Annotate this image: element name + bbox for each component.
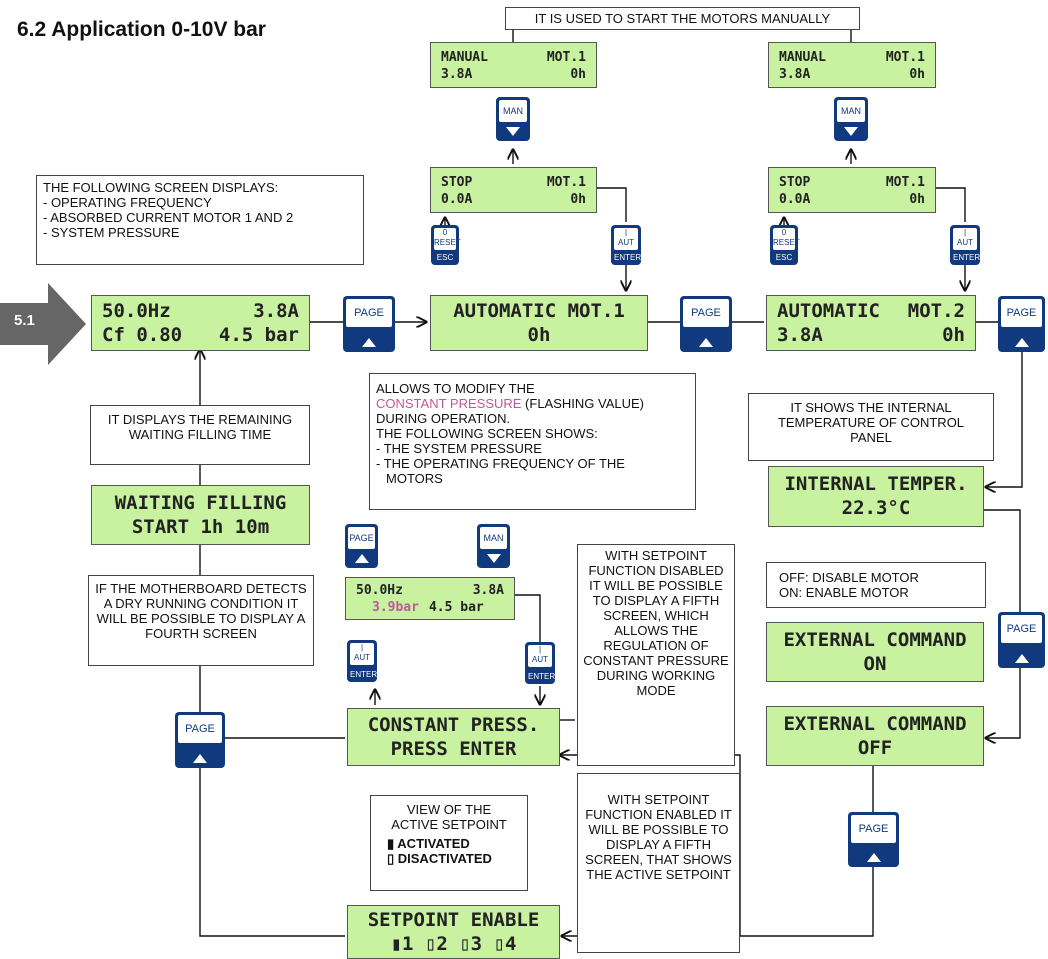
lcd-automatic-mot1: AUTOMATIC MOT.1 0h [430,295,648,351]
page-key-3[interactable]: PAGE [998,296,1045,352]
aut-enter-key-pressure-left[interactable]: |AUT ENTER [347,640,377,682]
aut-enter-key-right[interactable]: |AUT ENTER [950,225,980,265]
page-key-2[interactable]: PAGE [680,296,732,352]
arrow-up-icon [866,853,881,862]
aut-enter-key-left[interactable]: |AUT ENTER [611,225,641,265]
note-screen-displays: THE FOLLOWING SCREEN DISPLAYS: - OPERATI… [36,175,364,265]
man-key-small[interactable]: MAN [477,524,510,568]
page-key-left-side[interactable]: PAGE [175,712,225,768]
section-marker-label: 5.1 [14,312,35,329]
note-manual-start: IT IS USED TO START THE MOTORS MANUALLY [505,7,860,30]
note-view-setpoint: VIEW OF THE ACTIVE SETPOINT ▮ ACTIVATED … [370,795,528,891]
section-marker-arrow [0,283,86,365]
arrow-up-icon [699,338,713,347]
lcd-internal-temper: INTERNAL TEMPER. 22.3°C [768,466,984,527]
note-dry-running: IF THE MOTHERBOARD DETECTS A DRY RUNNING… [88,575,314,666]
page-title: 6.2 Application 0-10V bar [17,18,266,41]
page-key-small[interactable]: PAGE [345,524,378,568]
note-allows-modify: ALLOWS TO MODIFY THE CONSTANT PRESSURE (… [369,373,696,510]
note-off-on: OFF: DISABLE MOTOR ON: ENABLE MOTOR [766,562,986,608]
lcd-external-command-on: EXTERNAL COMMAND ON [766,622,984,682]
aut-enter-key-pressure-right[interactable]: |AUT ENTER [525,642,555,684]
note-internal-temp: IT SHOWS THE INTERNAL TEMPERATURE OF CON… [748,393,994,461]
lcd-constant-press: CONSTANT PRESS. PRESS ENTER [347,708,560,766]
note-setpoint-disabled: WITH SETPOINT FUNCTION DISABLED IT WILL … [577,544,735,766]
page-key-bottom[interactable]: PAGE [848,812,899,867]
page-key-right-side[interactable]: PAGE [998,612,1045,668]
arrow-up-icon [1014,654,1029,663]
arrow-up-icon [354,554,369,563]
arrow-down-icon [844,127,858,136]
arrow-up-icon [362,338,376,347]
lcd-setpoint-enable: SETPOINT ENABLE ▮1 ▯2 ▯3 ▯4 [347,905,560,959]
note-waiting-time: IT DISPLAYS THE REMAINING WAITING FILLIN… [90,405,310,465]
arrow-up-icon [193,754,207,763]
arrow-down-icon [506,127,520,136]
arrow-up-icon [1014,338,1029,347]
man-key-right[interactable]: MAN [834,97,868,141]
man-key-left[interactable]: MAN [496,97,530,141]
arrow-down-icon [486,554,501,563]
lcd-waiting-filling: WAITING FILLING START 1h 10m [91,485,310,545]
note-setpoint-enabled: WITH SETPOINT FUNCTION ENABLED IT WILL B… [577,773,740,953]
lcd-external-command-off: EXTERNAL COMMAND OFF [766,706,984,766]
page-key-1[interactable]: PAGE [343,296,395,352]
